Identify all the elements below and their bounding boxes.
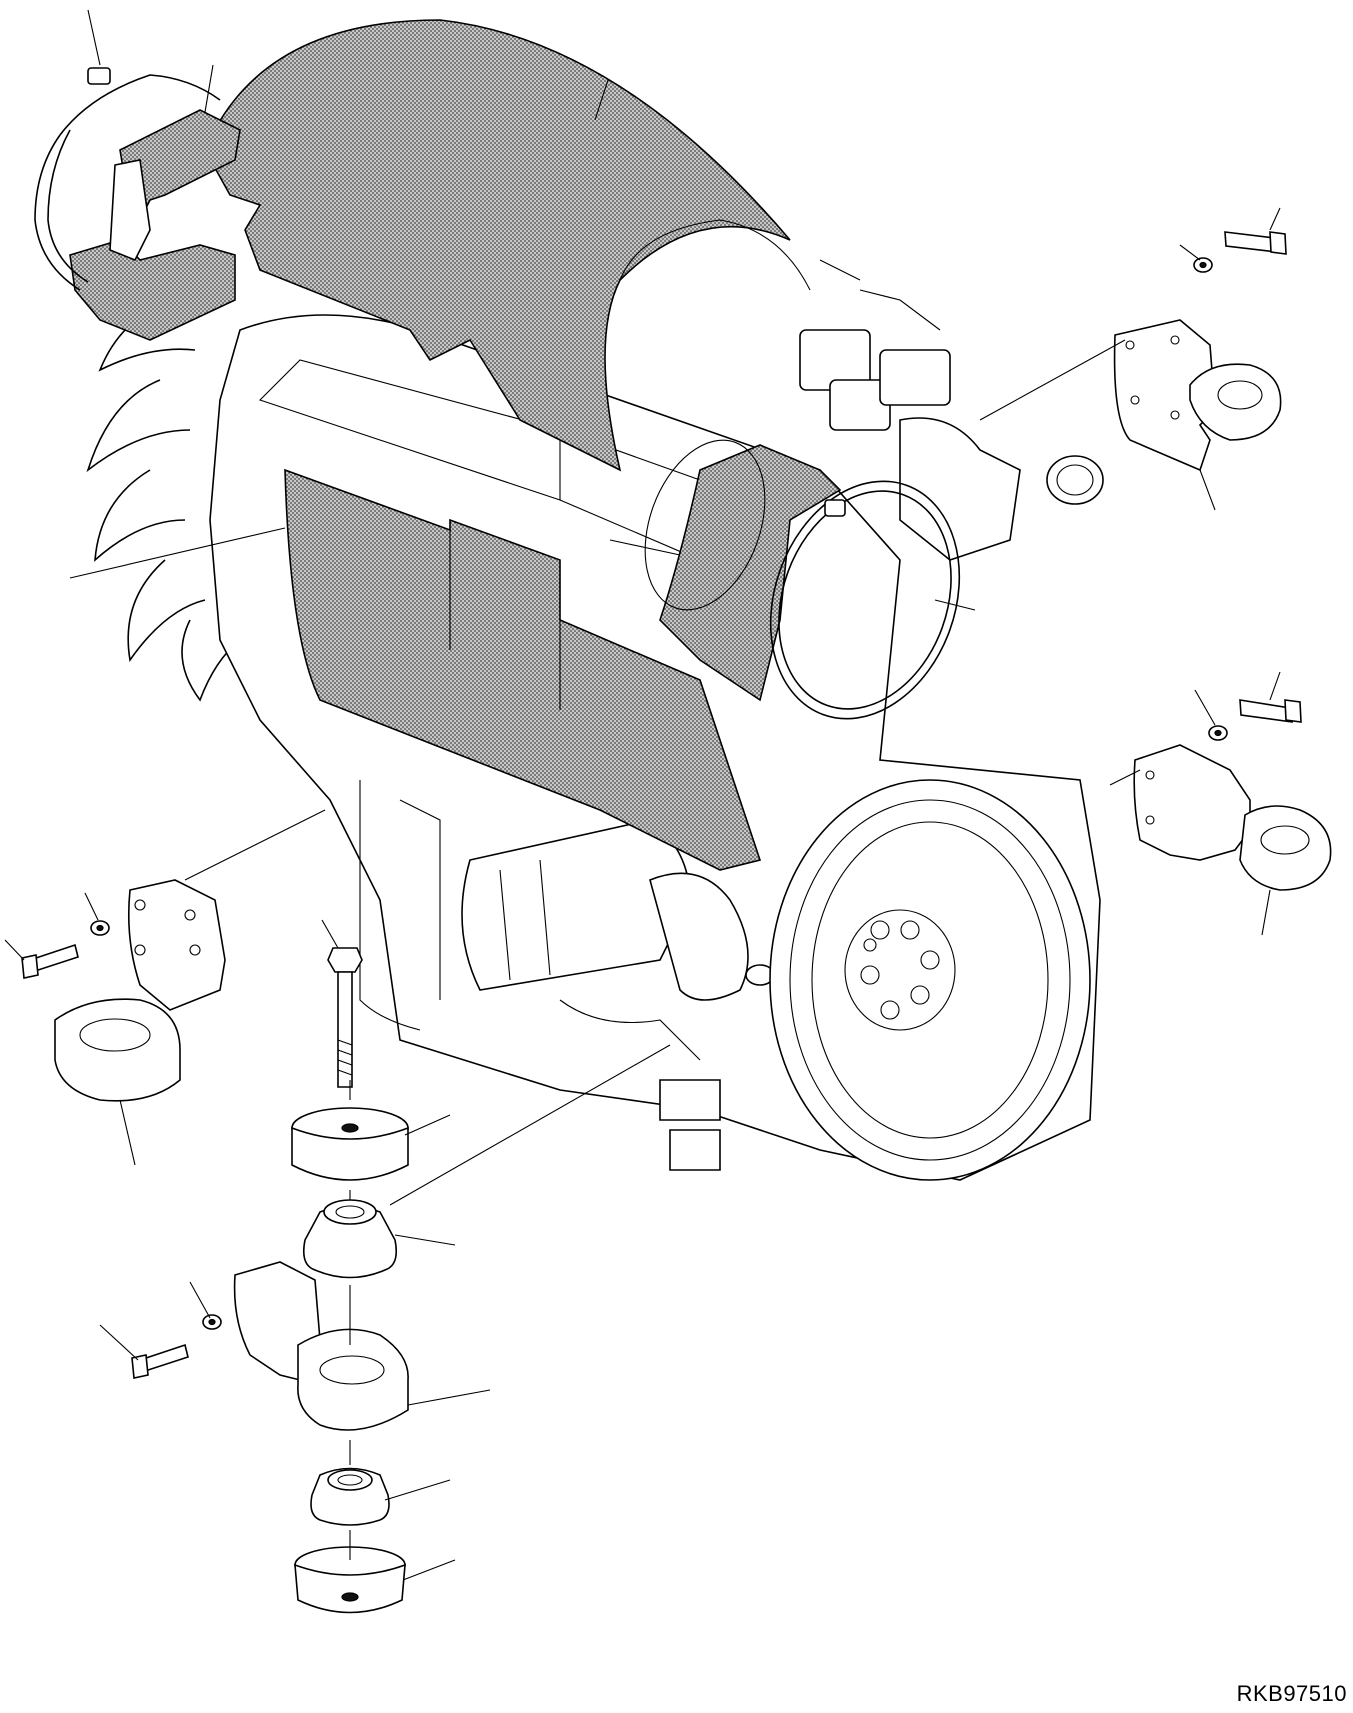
- side-insulation-panel: [285, 470, 760, 870]
- mount-bracket-right-upper: [1115, 320, 1281, 470]
- leader-lines: [5, 10, 1280, 1580]
- fuel-system: [800, 260, 1103, 560]
- washer-left: [91, 921, 109, 935]
- washer-right-upper: [1194, 258, 1212, 272]
- cover-block-lower: [70, 240, 235, 340]
- exhaust-insulation-cover: [205, 20, 790, 470]
- mount-bracket-center: [235, 1262, 409, 1430]
- clamp-ring-left: [35, 68, 220, 290]
- rubber-cushion-lower: [311, 1469, 389, 1526]
- rubber-mount-upper: [292, 1108, 408, 1180]
- bolt-right-lower: [1240, 700, 1301, 722]
- mount-bracket-right-lower: [1134, 745, 1330, 890]
- drawing-code-label: RKB97510: [1236, 1681, 1347, 1706]
- washer-right-lower: [1209, 726, 1227, 740]
- washer-center: [203, 1315, 221, 1329]
- mount-bolt-long: [328, 948, 362, 1087]
- rubber-cushion-upper: [304, 1200, 397, 1278]
- mount-bracket-left: [55, 880, 225, 1101]
- starter-motor: [462, 820, 774, 1000]
- bolt-right-upper: [1225, 232, 1286, 254]
- mount-cup-lower: [295, 1547, 405, 1613]
- insulation-covers: [70, 20, 840, 870]
- muffler-cover: [660, 445, 840, 700]
- flywheel-housing: [770, 780, 1090, 1180]
- bolt-center: [132, 1345, 188, 1378]
- clamp-ring-right: [623, 423, 991, 745]
- bolt-left: [22, 945, 78, 978]
